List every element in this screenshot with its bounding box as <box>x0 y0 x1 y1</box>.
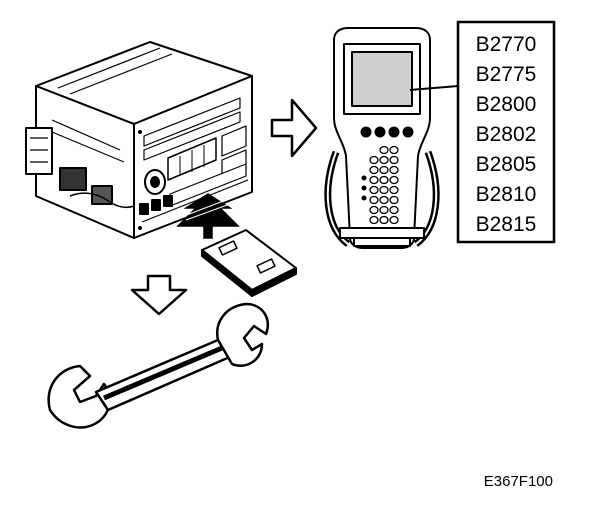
radio-unit <box>25 41 253 239</box>
figure-id: E367F100 <box>484 473 553 490</box>
dtc-code: B2805 <box>476 153 537 176</box>
wrench-icon <box>47 302 269 429</box>
dtc-code: B2810 <box>476 183 537 206</box>
down-arrow <box>130 274 188 316</box>
dtc-code: B2775 <box>476 63 537 86</box>
dtc-code: B2815 <box>476 213 537 236</box>
dtc-panel: B2770 B2775 B2800 B2802 B2805 B2810 B281… <box>456 20 556 244</box>
dtc-code: B2800 <box>476 93 537 116</box>
right-arrow <box>270 98 318 158</box>
connector-block <box>201 229 297 297</box>
scan-tool <box>324 27 459 249</box>
dtc-code: B2802 <box>476 123 537 146</box>
dtc-code: B2770 <box>476 33 537 56</box>
connect-up-arrow <box>176 193 240 239</box>
